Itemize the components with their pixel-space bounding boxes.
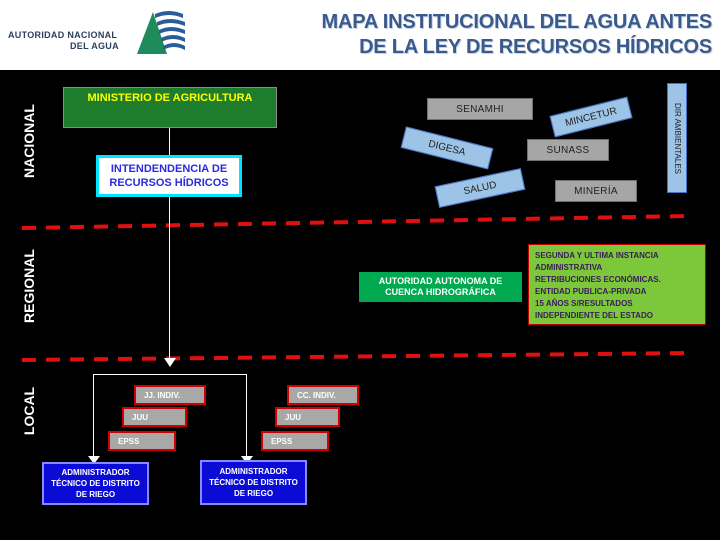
administrador-box: ADMINISTRADOR TÉCNICO DE DISTRITO DE RIE… [200, 460, 307, 505]
connector-left-down [93, 374, 94, 460]
dir-ambientales-box: DIR AMBIENTALES [667, 83, 687, 193]
local-stack-item: CC. INDIV. [287, 385, 359, 405]
arrow-down-left-icon [88, 456, 100, 464]
logo-line-2: DEL AGUA [70, 41, 119, 51]
intendencia-line-2: RECURSOS HÍDRICOS [109, 177, 229, 189]
stack-label: EPSS [118, 436, 140, 446]
local-stack-item: JUU [275, 407, 340, 427]
note-line: ENTIDAD PUBLICA-PRIVADA [535, 287, 647, 296]
connector-intendencia-local [169, 197, 170, 361]
intendencia-line-1: INTENDENDENCIA DE [110, 163, 228, 175]
local-stack-item: JJ. INDIV. [134, 385, 206, 405]
ada-line-3: DE RIEGO [75, 490, 116, 499]
local-stack-item: EPSS [261, 431, 329, 451]
sunass-box: SUNASS [527, 139, 609, 161]
ministerio-label: MINISTERIO DE AGRICULTURA [87, 92, 253, 104]
note-line: RETRIBUCIONES ECONÓMICAS. [535, 275, 661, 284]
stack-label: JJ. INDIV. [144, 390, 181, 400]
ana-logo-icon [137, 11, 185, 54]
regional-notes-box: SEGUNDA Y ULTIMA INSTANCIA ADMINISTRATIV… [528, 244, 706, 325]
connector-right-down [246, 374, 247, 460]
connector-ministerio-intendencia [169, 128, 170, 155]
administrador-box: ADMINISTRADOR TÉCNICO DE DISTRITO DE RIE… [42, 462, 149, 505]
sunass-label: SUNASS [546, 144, 590, 156]
header: AUTORIDAD NACIONAL DEL AGUA MAPA INSTITU… [0, 0, 720, 70]
page-title: MAPA INSTITUCIONAL DEL AGUA ANTES DE LA … [292, 10, 713, 60]
ada-line-1: ADMINISTRADOR [61, 468, 130, 477]
mineria-box: MINERÍA [555, 180, 637, 202]
senamhi-label: SENAMHI [456, 103, 504, 115]
autoridad-cuenca-box: AUTORIDAD AUTONOMA DE CUENCA HIDROGRÁFIC… [359, 272, 522, 302]
local-stack-item: JUU [122, 407, 187, 427]
ministerio-agricultura-box: MINISTERIO DE AGRICULTURA [63, 87, 277, 128]
ada-line-2: TÉCNICO DE DISTRITO [51, 479, 140, 488]
stack-label: JUU [132, 412, 149, 422]
ada-line-1: ADMINISTRADOR [219, 467, 288, 476]
ada-line-2: TÉCNICO DE DISTRITO [209, 478, 298, 487]
autoridad-line-2: CUENCA HIDROGRÁFICA [385, 287, 496, 297]
note-line: 15 AÑOS S/RESULTADOS [535, 299, 633, 308]
note-line: ADMINISTRATIVA [535, 263, 603, 272]
intendencia-box: INTENDENDENCIA DE RECURSOS HÍDRICOS [96, 155, 242, 197]
local-stack-item: EPSS [108, 431, 176, 451]
stack-label: CC. INDIV. [297, 390, 336, 400]
dir-ambientales-label: DIR AMBIENTALES [672, 102, 682, 174]
autoridad-line-1: AUTORIDAD AUTONOMA DE [378, 276, 503, 286]
digesa-label: DIGESA [427, 138, 467, 158]
connector-horizontal-local [93, 374, 247, 375]
title-line-1: MAPA INSTITUCIONAL DEL AGUA ANTES [321, 11, 713, 33]
mineria-label: MINERÍA [574, 185, 618, 197]
stack-label: JUU [285, 412, 302, 422]
title-line-2: DE LA LEY DE RECURSOS HÍDRICOS [359, 36, 712, 58]
note-line: SEGUNDA Y ULTIMA INSTANCIA [535, 251, 659, 260]
senamhi-box: SENAMHI [427, 98, 533, 120]
stack-label: EPSS [271, 436, 293, 446]
note-line: INDEPENDIENTE DEL ESTADO [535, 311, 653, 320]
ada-line-3: DE RIEGO [233, 489, 274, 498]
salud-label: SALUD [462, 179, 498, 197]
logo-line-1: AUTORIDAD NACIONAL [8, 30, 118, 40]
arrow-down-icon [164, 358, 176, 367]
logo-text: AUTORIDAD NACIONAL DEL AGUA [8, 30, 119, 52]
